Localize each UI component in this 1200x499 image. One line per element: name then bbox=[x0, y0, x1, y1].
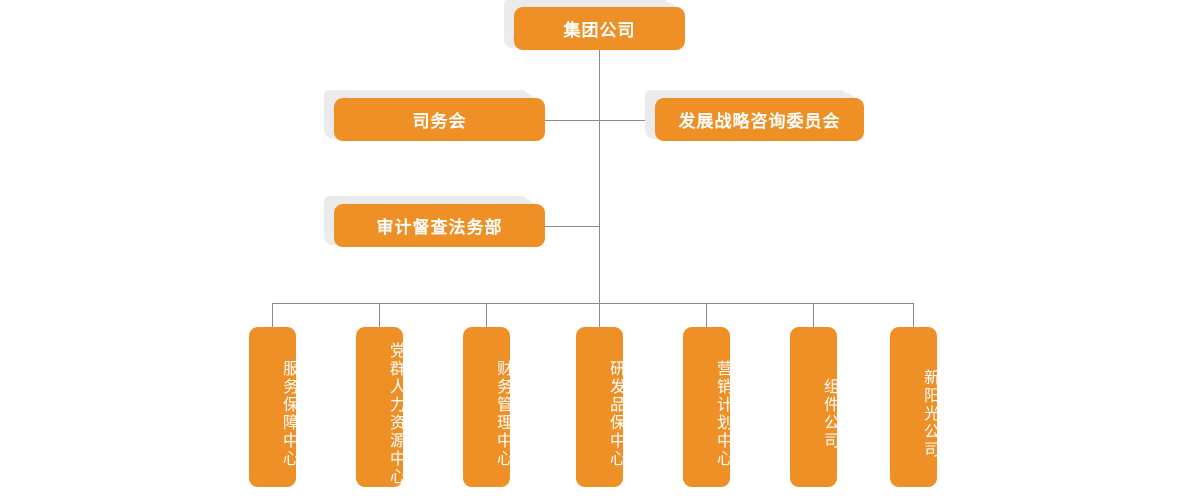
node-yanfapinbao-label: 研发品保中心 bbox=[607, 360, 624, 468]
connector-fazhanzhanlue bbox=[599, 120, 655, 121]
node-root[interactable]: 集团公司 bbox=[514, 7, 685, 50]
node-zujiangongsi[interactable]: 组件公司 bbox=[790, 327, 838, 487]
node-yingxiaojihua[interactable]: 营销计划中心 bbox=[683, 327, 731, 487]
connector-shenji bbox=[545, 226, 600, 227]
node-fazhanzhanlue-label: 发展战略咨询委员会 bbox=[678, 112, 841, 131]
node-siwuhui[interactable]: 司务会 bbox=[334, 98, 545, 141]
node-fuwubaozhang[interactable]: 服务保障中心 bbox=[249, 327, 297, 487]
connector-drop-dangqunrenli bbox=[379, 303, 380, 329]
node-dangqunrenli[interactable]: 党群人力资源中心 bbox=[356, 327, 404, 487]
node-caiwuguanli[interactable]: 财务管理中心 bbox=[463, 327, 511, 487]
connector-drop-caiwuguanli bbox=[486, 303, 487, 329]
node-fuwubaozhang-label: 服务保障中心 bbox=[280, 360, 297, 468]
node-caiwuguanli-label: 财务管理中心 bbox=[494, 360, 511, 468]
connector-drop-fuwubaozhang bbox=[272, 303, 273, 329]
node-root-label: 集团公司 bbox=[563, 21, 636, 40]
node-yingxiaojihua-label: 营销计划中心 bbox=[714, 360, 731, 468]
connector-drop-yingxiaojihua bbox=[706, 303, 707, 329]
node-siwuhui-label: 司务会 bbox=[412, 112, 467, 131]
node-yanfapinbao[interactable]: 研发品保中心 bbox=[576, 327, 624, 487]
connector-bottom-bus bbox=[272, 303, 913, 304]
node-zujiangongsi-label: 组件公司 bbox=[821, 378, 838, 450]
connector-siwuhui bbox=[545, 120, 600, 121]
node-fazhanzhanlue[interactable]: 发展战略咨询委员会 bbox=[655, 98, 864, 141]
connector-drop-yanfapinbao bbox=[599, 303, 600, 329]
node-shenji-label: 审计督查法务部 bbox=[376, 218, 503, 237]
node-dangqunrenli-label: 党群人力资源中心 bbox=[387, 342, 404, 486]
connector-drop-zujiangongsi bbox=[813, 303, 814, 329]
node-xinyangguang-label: 新阳光公司 bbox=[921, 369, 938, 459]
connector-drop-xinyangguang bbox=[913, 303, 914, 329]
connector-trunk-main bbox=[599, 50, 600, 303]
node-xinyangguang[interactable]: 新阳光公司 bbox=[890, 327, 938, 487]
node-shenji[interactable]: 审计督查法务部 bbox=[334, 204, 545, 247]
